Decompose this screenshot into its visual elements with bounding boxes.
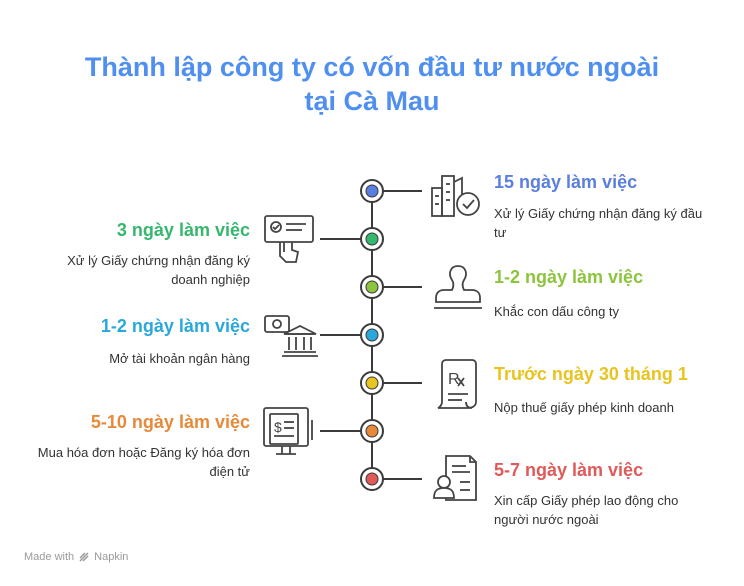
step-2-description: Xử lý Giấy chứng nhận đăng ký doanh nghi…: [67, 253, 250, 287]
step-4-description: Mở tài khoản ngân hàng: [109, 351, 250, 366]
building-check-icon: [428, 168, 484, 220]
receipt-rx-icon: R: [432, 356, 484, 412]
step-6-heading: 5-10 ngày làm việc: [90, 412, 250, 432]
footer: Made with Napkin: [24, 551, 128, 563]
node-dot-6: [365, 424, 379, 438]
step-1-description: Xử lý Giấy chứng nhận đăng ký đầu tư: [494, 206, 703, 240]
footer-brand: Napkin: [94, 551, 129, 563]
node-dot-2: [365, 232, 379, 246]
step-5-description: Nộp thuế giấy phép kinh doanh: [494, 400, 674, 415]
step-3-heading: 1-2 ngày làm việc: [494, 267, 644, 287]
node-dot-7: [365, 472, 379, 486]
step-1-heading: 15 ngày làm việc: [494, 172, 638, 192]
step-7-heading: 5-7 ngày làm việc: [494, 460, 644, 480]
svg-text:R: R: [448, 371, 460, 388]
napkin-logo-icon: [79, 552, 89, 562]
stamp-icon: [430, 262, 486, 314]
step-3-description: Khắc con dấu công ty: [494, 304, 620, 319]
node-dot-4: [365, 328, 379, 342]
page-title-line2: tại Cà Mau: [304, 86, 440, 116]
step-6-description: Mua hóa đơn hoặc Đăng ký hóa đơn điện tử: [37, 445, 250, 479]
node-dot-5: [365, 376, 379, 390]
certificate-hand-icon: [262, 212, 318, 268]
step-5-heading: Trước ngày 30 tháng 1: [494, 364, 688, 384]
svg-text:$: $: [274, 419, 282, 435]
page-title: Thành lập công ty có vốn đầu tư nước ngo…: [0, 50, 744, 118]
node-dot-1: [365, 184, 379, 198]
step-2-heading: 3 ngày làm việc: [116, 220, 250, 240]
invoice-screen-icon: $: [262, 404, 318, 460]
bank-money-icon: [262, 308, 318, 364]
footer-made-with: Made with: [24, 551, 75, 563]
work-permit-icon: [430, 452, 486, 508]
step-4-heading: 1-2 ngày làm việc: [100, 316, 250, 336]
page-title-line1: Thành lập công ty có vốn đầu tư nước ngo…: [84, 52, 660, 82]
node-dot-3: [365, 280, 379, 294]
step-7-description: Xin cấp Giấy phép lao động cho người nướ…: [494, 493, 679, 527]
